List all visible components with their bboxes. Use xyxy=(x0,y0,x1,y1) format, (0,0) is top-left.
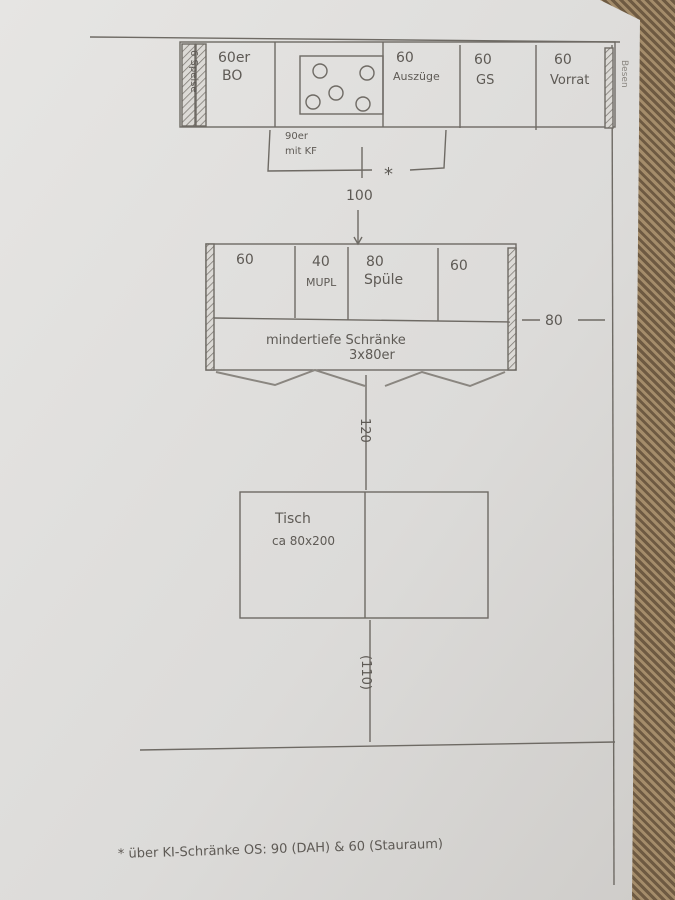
table-labels: Tisch ca 80x200 (110) xyxy=(272,511,373,690)
asterisk-mark: * xyxy=(384,164,393,185)
island-cab-4: 60 xyxy=(450,258,468,274)
room-wall-bottom xyxy=(139,741,616,751)
hob-sub: mit KF xyxy=(285,146,317,157)
side-right-label: Besen xyxy=(619,60,629,88)
cabinet-4-label: 60 xyxy=(474,52,492,68)
cabinet-3-sub: Auszüge xyxy=(393,70,440,83)
cabinet-5-sub: Vorrat xyxy=(550,73,589,88)
table-size: ca 80x200 xyxy=(272,534,335,548)
island-cab-3-sub: Spüle xyxy=(364,272,403,288)
island-labels: 60 40 MUPL 80 Spüle 60 mindertiefe Schrä… xyxy=(236,252,563,443)
hob-label: 90er xyxy=(285,131,309,142)
island-cab-2: 40 xyxy=(312,254,330,270)
side-left-label: 6 Speise xyxy=(188,50,199,93)
paper-sheet xyxy=(0,0,640,900)
cabinet-5-label: 60 xyxy=(554,52,572,68)
distance-120: 120 xyxy=(357,418,372,443)
room-wall-right xyxy=(611,44,615,886)
table-label: Tisch xyxy=(274,511,311,527)
back-row-sub: 3x80er xyxy=(349,348,396,363)
room-wall-top xyxy=(89,36,621,43)
cabinet-1-sub: BO xyxy=(222,68,242,84)
cabinet-1-label: 60er xyxy=(218,50,250,66)
top-cabinet-row xyxy=(179,41,616,128)
distance-110: (110) xyxy=(358,655,373,690)
island-cab-3: 80 xyxy=(366,254,384,270)
cabinet-3-label: 60 xyxy=(396,50,414,66)
dining-table xyxy=(239,491,489,619)
top-row-labels: 6 Speise 60er BO 90er mit KF 60 Auszüge … xyxy=(188,50,629,204)
hob xyxy=(299,55,384,115)
distance-100: 100 xyxy=(346,188,373,204)
island-cab-1: 60 xyxy=(236,252,254,268)
cabinet-4-sub: GS xyxy=(476,73,494,88)
island-cab-2-sub: MUPL xyxy=(306,276,337,289)
back-row-label: mindertiefe Schränke xyxy=(266,333,406,348)
side-gap-80: 80 xyxy=(545,313,563,329)
